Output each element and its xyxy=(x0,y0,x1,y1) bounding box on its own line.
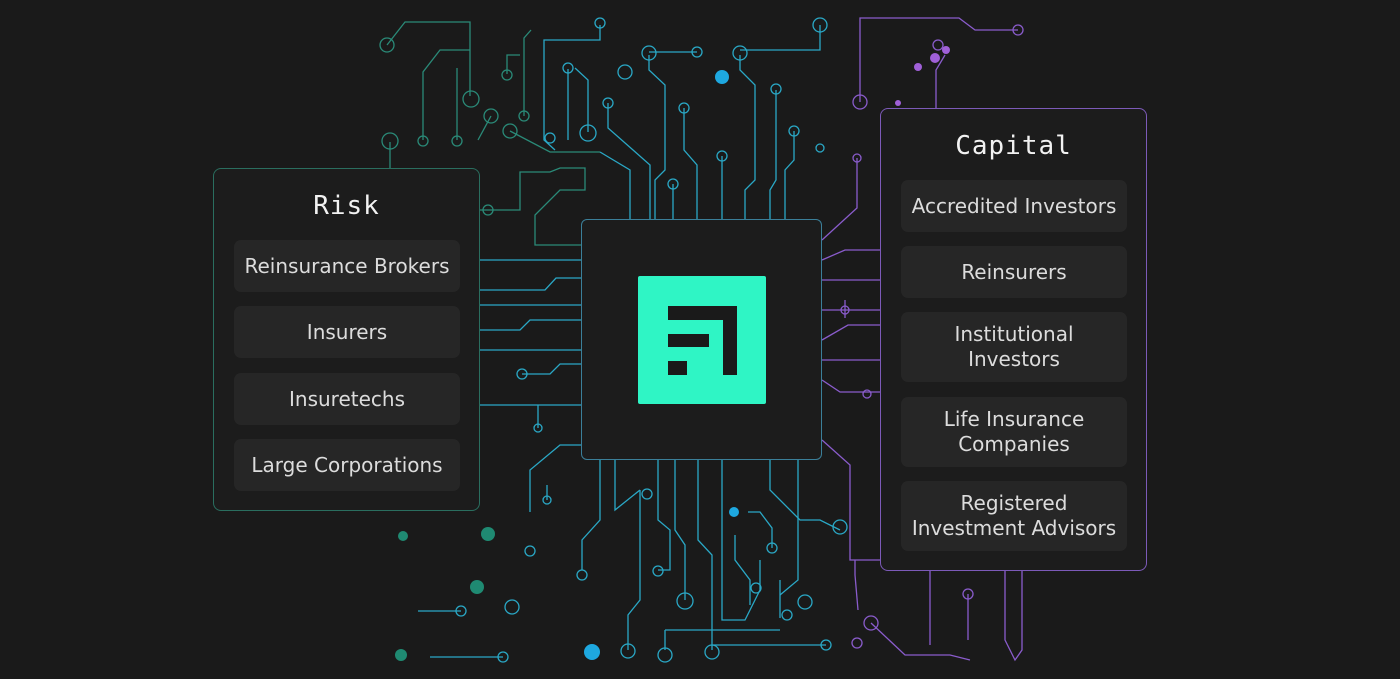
brand-logo-glyph xyxy=(668,306,737,375)
risk-item-reinsurance-brokers: Reinsurance Brokers xyxy=(234,240,460,292)
capital-item-registered-investment-advisors: Registered Investment Advisors xyxy=(901,481,1127,551)
capital-item-accredited-investors: Accredited Investors xyxy=(901,180,1127,232)
capital-item-reinsurers: Reinsurers xyxy=(901,246,1127,298)
risk-item-large-corporations: Large Corporations xyxy=(234,439,460,491)
risk-item-insurers: Insurers xyxy=(234,306,460,358)
risk-item-insuretechs: Insuretechs xyxy=(234,373,460,425)
capital-item-life-insurance-companies: Life Insurance Companies xyxy=(901,397,1127,467)
risk-title: Risk xyxy=(313,191,380,221)
central-chip xyxy=(581,219,822,460)
capital-item-institutional-investors: Institutional Investors xyxy=(901,312,1127,382)
capital-panel: Capital Accredited Investors Reinsurers … xyxy=(880,108,1147,571)
brand-logo-icon xyxy=(638,276,766,404)
capital-title: Capital xyxy=(955,131,1072,161)
risk-panel: Risk Reinsurance Brokers Insurers Insure… xyxy=(213,168,480,511)
